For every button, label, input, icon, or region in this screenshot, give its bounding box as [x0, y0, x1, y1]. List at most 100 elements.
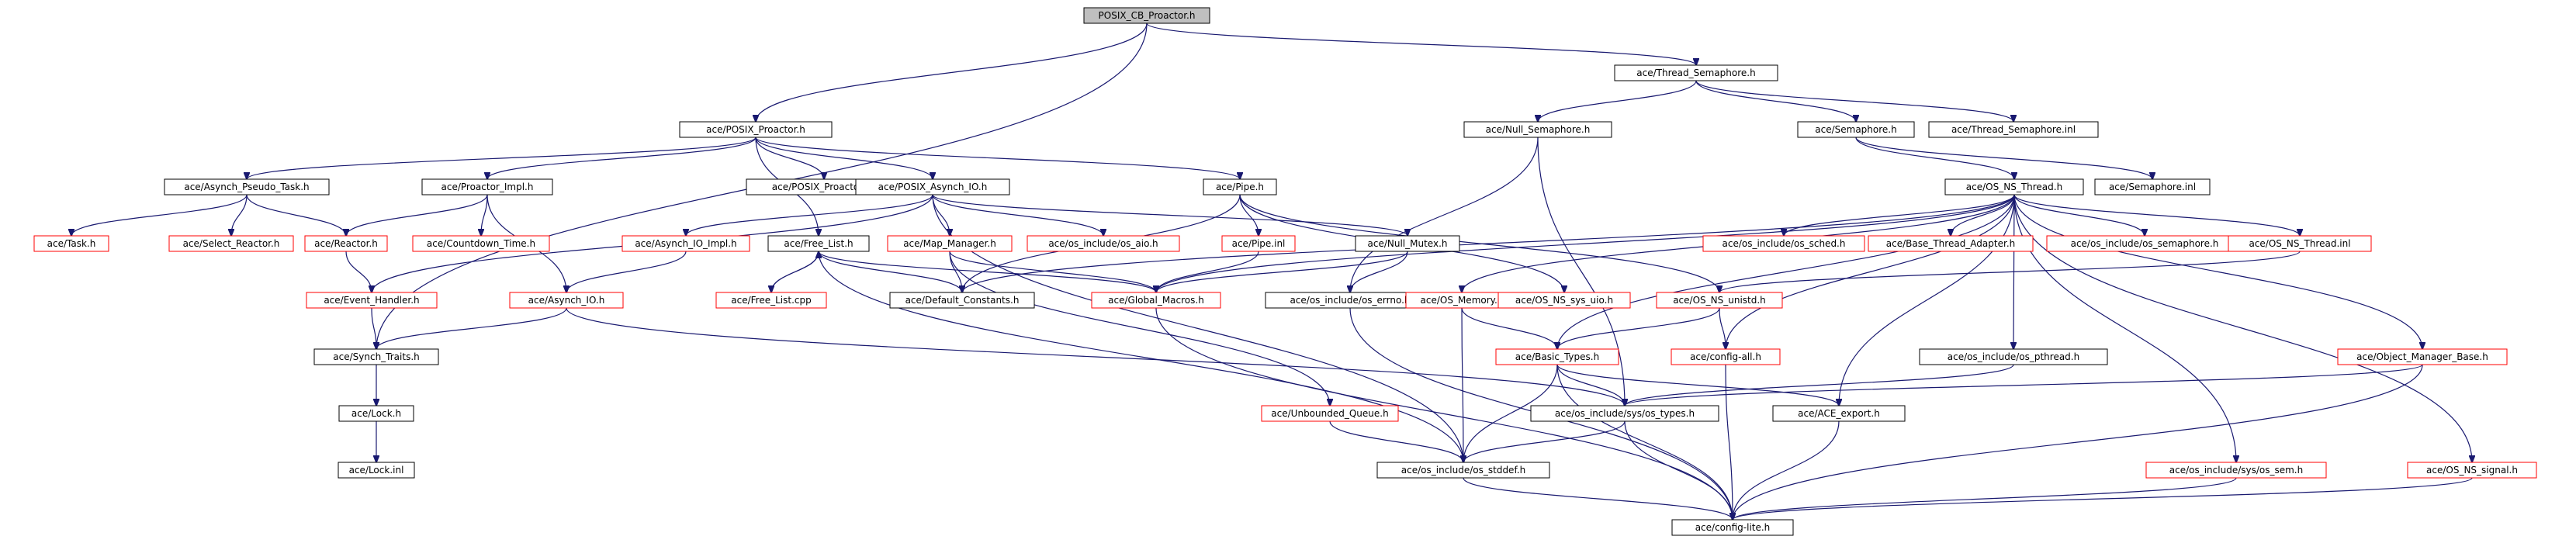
edge-os_memory-to-basic_types: [1461, 307, 1557, 349]
node-event-handler[interactable]: ace/Event_Handler.h: [306, 292, 438, 309]
node-os-sem[interactable]: ace/os_include/sys/os_sem.h: [2145, 462, 2327, 479]
node-task[interactable]: ace/Task.h: [33, 235, 109, 252]
node-os-ns-signal[interactable]: ace/OS_NS_signal.h: [2407, 462, 2537, 479]
node-label: ace/Pipe.inl: [1232, 238, 1286, 249]
node-thread-semaphore-inl[interactable]: ace/Thread_Semaphore.inl: [1928, 121, 2099, 138]
edge-free_list-to-os_stddef: [818, 251, 1463, 462]
edge-basic_types-to-ace_export: [1556, 364, 1839, 406]
node-label: ace/POSIX_Proactor.h: [706, 124, 805, 135]
edge-os_ns_thread-to-config_all: [1726, 194, 2015, 349]
node-proactor-impl[interactable]: ace/Proactor_Impl.h: [421, 178, 553, 195]
node-os-ns-unistd[interactable]: ace/OS_NS_unistd.h: [1656, 292, 1783, 309]
node-posix-asynch-io[interactable]: ace/POSIX_Asynch_IO.h: [855, 178, 1010, 195]
node-asynch-io[interactable]: ace/Asynch_IO.h: [509, 292, 624, 309]
node-ace-export[interactable]: ace/ACE_export.h: [1772, 405, 1906, 422]
edge-os_types-to-config_lite: [1624, 420, 1733, 520]
node-os-errno[interactable]: ace/os_include/os_errno.h: [1265, 292, 1435, 309]
edge-root-to-posix_proactor: [756, 22, 1148, 122]
edge-semaphore_h-to-os_ns_thread: [1855, 137, 2014, 179]
node-lock-inl[interactable]: ace/Lock.inl: [338, 462, 415, 479]
node-pipe-inl[interactable]: ace/Pipe.inl: [1221, 235, 1296, 252]
node-label: ace/Thread_Semaphore.inl: [1951, 124, 2076, 135]
node-posix-proactor[interactable]: ace/POSIX_Proactor.h: [679, 121, 833, 138]
edge-thread_semaphore-to-thread_semaphore_inl: [1695, 80, 2013, 122]
node-default-constants[interactable]: ace/Default_Constants.h: [889, 292, 1035, 309]
node-os-pthread[interactable]: ace/os_include/os_pthread.h: [1919, 348, 2108, 365]
node-box: [1463, 121, 1612, 138]
node-basic-types[interactable]: ace/Basic_Types.h: [1495, 348, 1619, 365]
node-lock-h[interactable]: ace/Lock.h: [338, 405, 414, 422]
edge-os_ns_unistd-to-config_all: [1719, 307, 1726, 349]
node-os-ns-thread[interactable]: ace/OS_NS_Thread.h: [1944, 178, 2084, 195]
node-os-aio[interactable]: ace/os_include/os_aio.h: [1027, 235, 1180, 252]
edge-os_ns_thread-to-os_ns_thread_inl: [2013, 194, 2300, 236]
node-select-reactor[interactable]: ace/Select_Reactor.h: [168, 235, 294, 252]
node-label: ace/os_include/os_errno.h: [1290, 295, 1410, 306]
node-os-ns-thread-inl[interactable]: ace/OS_NS_Thread.inl: [2228, 235, 2372, 252]
node-semaphore-h[interactable]: ace/Semaphore.h: [1797, 121, 1915, 138]
node-countdown-time[interactable]: ace/Countdown_Time.h: [412, 235, 550, 252]
node-label: ace/Object_Manager_Base.h: [2356, 351, 2488, 362]
node-config-lite[interactable]: ace/config-lite.h: [1671, 519, 1794, 536]
node-label: ace/Semaphore.inl: [2109, 182, 2196, 192]
node-box: [2407, 462, 2537, 479]
node-asynch-pseudo-task[interactable]: ace/Asynch_Pseudo_Task.h: [164, 178, 330, 195]
node-box: [1772, 405, 1906, 422]
edge-pipe_inl-to-global_macros: [1156, 251, 1259, 292]
edge-pipe_h-to-pipe_inl: [1239, 194, 1259, 236]
node-null-mutex[interactable]: ace/Null_Mutex.h: [1355, 235, 1460, 252]
node-box: [1203, 178, 1277, 195]
edge-null_mutex-to-os_errno: [1350, 251, 1408, 292]
node-os-ns-sys-uio[interactable]: ace/OS_NS_sys_uio.h: [1497, 292, 1631, 309]
edge-os_ns_thread-to-base_thread_adapter: [1951, 194, 2015, 236]
edge-config_all-to-config_lite: [1725, 364, 1733, 520]
node-label: ace/Basic_Types.h: [1515, 351, 1599, 362]
node-label: ace/os_include/os_semaphore.h: [2071, 238, 2219, 249]
node-os-types[interactable]: ace/os_include/sys/os_types.h: [1530, 405, 1719, 422]
node-os-memory[interactable]: ace/OS_Memory.h: [1405, 292, 1518, 309]
node-semaphore-inl[interactable]: ace/Semaphore.inl: [2094, 178, 2211, 195]
node-box: [1355, 235, 1460, 252]
node-label: ace/Global_Macros.h: [1108, 295, 1204, 306]
node-box: [1083, 7, 1210, 24]
node-box: [1656, 292, 1783, 309]
node-label: ace/Null_Semaphore.h: [1486, 124, 1591, 135]
node-reactor[interactable]: ace/Reactor.h: [304, 235, 388, 252]
node-label: ace/Thread_Semaphore.h: [1636, 67, 1755, 78]
node-synch-traits[interactable]: ace/Synch_Traits.h: [313, 348, 439, 365]
node-base-thread-adapter[interactable]: ace/Base_Thread_Adapter.h: [1868, 235, 2034, 252]
edge-posix_asynch_io-to-os_aio: [932, 194, 1103, 236]
node-box: [1497, 292, 1631, 309]
node-box: [767, 235, 870, 252]
edge-reactor-to-event_handler: [345, 251, 372, 292]
node-box: [1919, 348, 2108, 365]
node-label: ace/os_include/os_aio.h: [1048, 238, 1158, 249]
edge-layer: [71, 22, 2472, 520]
node-unbounded-queue[interactable]: ace/Unbounded_Queue.h: [1261, 405, 1399, 422]
node-box: [164, 178, 330, 195]
node-free-list[interactable]: ace/Free_List.h: [767, 235, 870, 252]
node-global-macros[interactable]: ace/Global_Macros.h: [1091, 292, 1221, 309]
edge-ace_export-to-config_lite: [1733, 420, 1840, 520]
node-label: ace/Proactor_Impl.h: [441, 182, 534, 192]
node-free-list-cpp[interactable]: ace/Free_List.cpp: [715, 292, 827, 309]
edge-event_handler-to-synch_traits: [371, 307, 376, 349]
node-os-stddef[interactable]: ace/os_include/os_stddef.h: [1376, 462, 1550, 479]
edge-os_pthread-to-os_types: [1625, 364, 2014, 406]
node-config-all[interactable]: ace/config-all.h: [1671, 348, 1781, 365]
node-asynch-io-impl[interactable]: ace/Asynch_IO_Impl.h: [621, 235, 750, 252]
node-map-manager[interactable]: ace/Map_Manager.h: [887, 235, 1013, 252]
node-thread-semaphore[interactable]: ace/Thread_Semaphore.h: [1614, 64, 1778, 81]
node-label: ace/Lock.h: [351, 408, 401, 419]
node-layer: POSIX_CB_Proactor.hace/Thread_Semaphore.…: [33, 7, 2537, 536]
node-null-semaphore[interactable]: ace/Null_Semaphore.h: [1463, 121, 1612, 138]
node-pipe-h[interactable]: ace/Pipe.h: [1203, 178, 1277, 195]
edge-asynch_io_impl-to-asynch_io: [566, 251, 687, 292]
node-label: ace/config-lite.h: [1695, 522, 1771, 533]
node-os-semaphore[interactable]: ace/os_include/os_semaphore.h: [2046, 235, 2243, 252]
node-label: ace/os_include/os_stddef.h: [1401, 465, 1525, 476]
node-object-manager-base[interactable]: ace/Object_Manager_Base.h: [2337, 348, 2508, 365]
edge-os_ns_thread-to-os_ns_signal: [2013, 194, 2472, 462]
node-os-sched[interactable]: ace/os_include/os_sched.h: [1702, 235, 1865, 252]
